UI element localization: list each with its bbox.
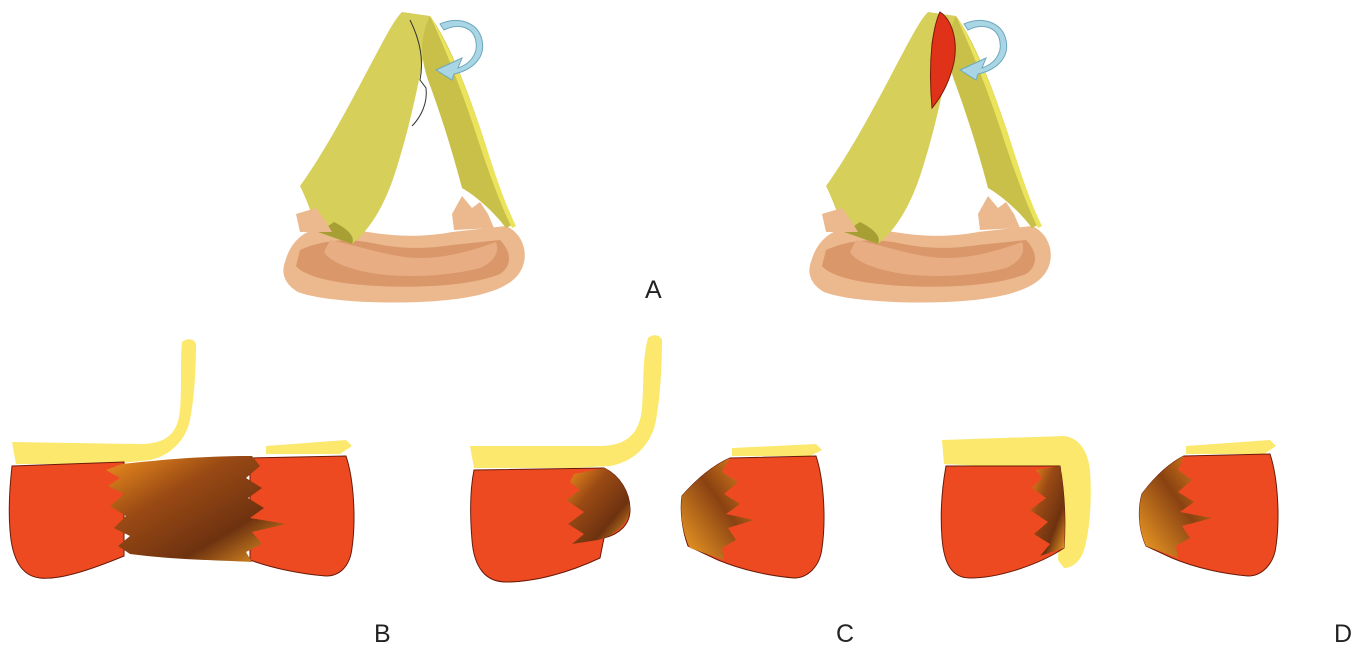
cross-section-c (470, 335, 824, 582)
valve-a-right (809, 12, 1050, 303)
muscle-right (250, 456, 354, 576)
muscle-left (9, 462, 124, 578)
leaflet-flap-right (1186, 440, 1276, 454)
panel-label-d: D (1334, 620, 1352, 649)
leaflet-flap-right (732, 444, 822, 456)
leaflet-flap (12, 339, 196, 464)
valve-a-left (283, 12, 524, 303)
leaflet-left (300, 12, 430, 244)
leaflet-flap-right (266, 440, 352, 454)
cross-section-d (941, 436, 1278, 578)
panel-label-a: A (645, 276, 662, 305)
leaflet-flap (470, 335, 662, 468)
cross-section-b (9, 339, 354, 578)
panel-label-c: C (836, 620, 854, 649)
panel-label-b: B (374, 620, 391, 649)
